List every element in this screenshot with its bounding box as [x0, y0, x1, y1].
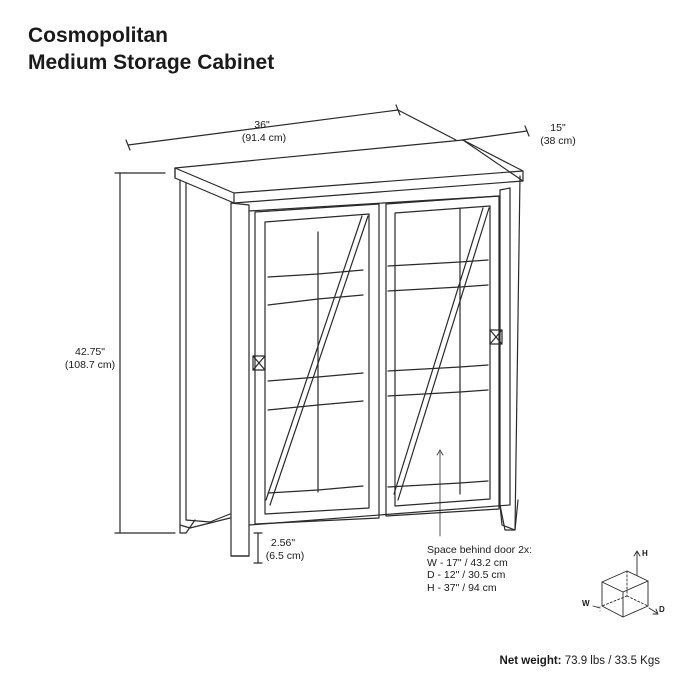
cabinet-left-side: [179, 179, 231, 529]
leg-height-imperial-label: 2.56": [271, 537, 295, 549]
door-space-height: H - 37" / 94 cm: [427, 581, 497, 594]
cabinet-top: [174, 139, 524, 204]
product-title-line1: Cosmopolitan: [28, 24, 168, 47]
axis-w-label: W: [582, 599, 590, 608]
product-title-line2: Medium Storage Cabinet: [28, 51, 275, 74]
left-door: [252, 203, 380, 525]
door-space-note: Space behind door 2x: W - 17" / 43.2 cm …: [427, 544, 532, 594]
width-metric-label: (91.4 cm): [242, 132, 286, 144]
depth-metric-label: (38 cm): [540, 135, 576, 147]
leg-height-dimension-line: [253, 532, 263, 564]
product-title: Cosmopolitan Medium Storage Cabinet: [28, 22, 274, 76]
right-door: [385, 195, 503, 537]
depth-imperial-label: 15": [550, 122, 566, 134]
net-weight: Net weight: 73.9 lbs / 33.5 Kgs: [500, 655, 660, 667]
net-weight-label: Net weight:: [499, 655, 562, 667]
axis-d-label: D: [659, 605, 665, 614]
height-imperial-label: 42.75": [75, 346, 105, 358]
door-space-heading: Space behind door 2x:: [427, 544, 533, 556]
axis-h-label: H: [642, 549, 648, 558]
leg-height-metric-label: (6.5 cm): [266, 550, 305, 562]
door-space-depth: D - 12" / 30.5 cm: [427, 569, 506, 581]
axis-cube-icon: [592, 550, 659, 618]
net-weight-value: 73.9 lbs / 33.5 Kgs: [564, 655, 660, 667]
depth-dimension-line: [397, 109, 530, 141]
height-metric-label: (108.7 cm): [65, 359, 115, 371]
height-dimension-line: [114, 172, 176, 534]
cabinet-legs: [179, 499, 519, 534]
door-space-width: W - 17" / 43.2 cm: [427, 556, 508, 569]
width-imperial-label: 36": [254, 119, 270, 131]
